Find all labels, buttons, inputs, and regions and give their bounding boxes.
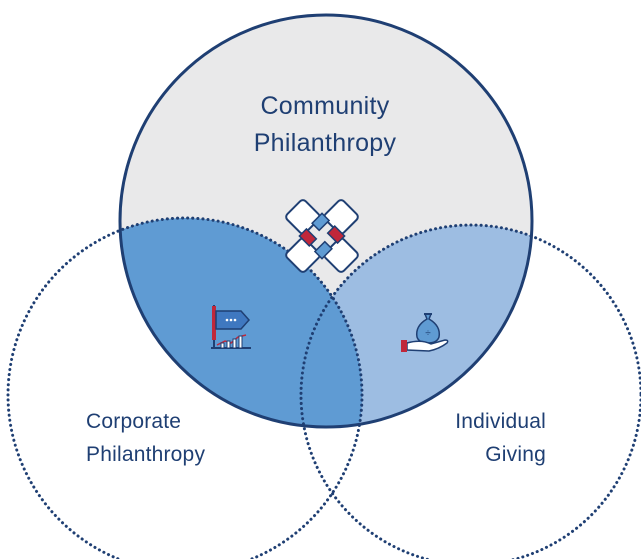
flag-growth-chart-icon [211, 305, 251, 349]
corporate-circle-outline [6, 216, 364, 559]
community-label-line2: Philanthropy [254, 129, 397, 157]
individual-circle-outline [299, 223, 641, 559]
community-label-line1: Community [260, 92, 389, 120]
hands-circle-icon [285, 199, 359, 273]
svg-text:÷: ÷ [425, 328, 431, 339]
money-bag-hand-icon: ÷ [401, 313, 449, 352]
corporate-label-line1: Corporate [86, 410, 181, 433]
community-circle-outline [118, 13, 534, 429]
individual-label-line2: Giving [485, 443, 546, 466]
corporate-label-line2: Philanthropy [86, 443, 205, 466]
individual-label-line1: Individual [455, 410, 546, 433]
